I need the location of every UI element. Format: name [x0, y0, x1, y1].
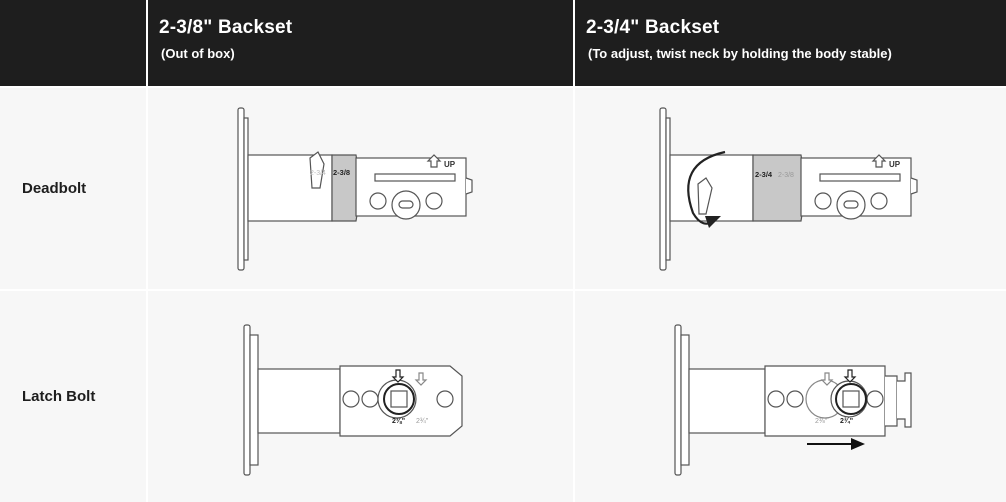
bolt-tip [910, 177, 918, 195]
faceplate [243, 324, 251, 476]
hole-right [866, 390, 884, 408]
faceplate-edge [680, 334, 690, 466]
inactive-backset-label: 2⅜" [815, 418, 828, 425]
active-backset-label: 2¾" [840, 417, 853, 425]
hole-right [436, 390, 454, 408]
spindle-slot [398, 200, 414, 209]
spindle-square [842, 390, 860, 408]
hole-mid [361, 390, 379, 408]
collar-label: 2-3/4 [755, 170, 773, 179]
latch-adjusted-svg: 2⅜" 2¾" [674, 324, 912, 476]
twist-arrowhead [705, 216, 721, 228]
header-corner [0, 0, 146, 86]
column-header-standard: 2-3/8" Backset (Out of box) [148, 0, 573, 86]
column-subtitle: (Out of box) [161, 46, 235, 61]
hole-left [767, 390, 785, 408]
backset-collar [331, 154, 360, 222]
inactive-arrow-icon [820, 372, 834, 386]
slot [819, 173, 901, 182]
inactive-arrow-icon [414, 372, 428, 386]
active-arrow-icon [843, 369, 857, 383]
latch-adjusted-diagram: 2⅜" 2¾" [575, 291, 1006, 502]
latch-standard-diagram: 2⅜" 2¾" [148, 291, 573, 502]
active-arrow-icon [391, 369, 405, 383]
up-label: UP [889, 160, 901, 169]
latch-extension [885, 375, 898, 427]
up-label: UP [444, 160, 456, 169]
deadbolt-standard-svg: 2-3/8 2-3/4 UP [237, 107, 473, 271]
faceplate-edge [243, 117, 249, 261]
spindle-slot [843, 200, 859, 209]
column-title: 2-3/4" Backset [586, 17, 720, 38]
collar-label: 2-3/8 [333, 168, 350, 177]
latch-neck [688, 368, 766, 434]
latch-neck [257, 368, 341, 434]
up-arrow-icon [871, 154, 887, 168]
column-subtitle: (To adjust, twist neck by holding the bo… [588, 46, 892, 61]
twist-arrow-icon [687, 150, 726, 225]
column-title: 2-3/8" Backset [159, 17, 293, 38]
active-backset-label: 2⅜" [392, 418, 405, 425]
hole-left [369, 192, 387, 210]
slot [374, 173, 456, 182]
latch-standard-svg: 2⅜" 2¾" [243, 324, 463, 476]
inactive-backset-label: 2¾" [416, 418, 429, 425]
backset-collar [752, 154, 805, 222]
hole-left [814, 192, 832, 210]
faceplate [237, 107, 245, 271]
hole-mid [786, 390, 804, 408]
faceplate [674, 324, 682, 476]
neck-tab [697, 177, 713, 215]
latch-tip [897, 372, 912, 428]
slide-arrowhead [851, 438, 865, 450]
faceplate-edge [249, 334, 259, 466]
deadbolt-adjusted-svg: 2-3/4 2-3/8 UP [659, 107, 918, 271]
spindle-square [390, 390, 408, 408]
up-arrow-icon [426, 154, 442, 168]
deadbolt-standard-diagram: 2-3/8 2-3/4 UP [148, 88, 573, 289]
row-label-latch-bolt: Latch Bolt [0, 291, 146, 502]
column-header-adjusted: 2-3/4" Backset (To adjust, twist neck by… [575, 0, 1006, 86]
faded-collar-label: 2-3/4 [310, 170, 326, 177]
hole-right [425, 192, 443, 210]
hole-right [870, 192, 888, 210]
deadbolt-adjusted-diagram: 2-3/4 2-3/8 UP [575, 88, 1006, 289]
faded-collar-label: 2-3/8 [778, 172, 794, 179]
hole-left [342, 390, 360, 408]
bolt-tip [465, 177, 473, 195]
row-label-deadbolt: Deadbolt [0, 88, 146, 289]
faceplate [659, 107, 667, 271]
neck-tab [309, 151, 325, 189]
